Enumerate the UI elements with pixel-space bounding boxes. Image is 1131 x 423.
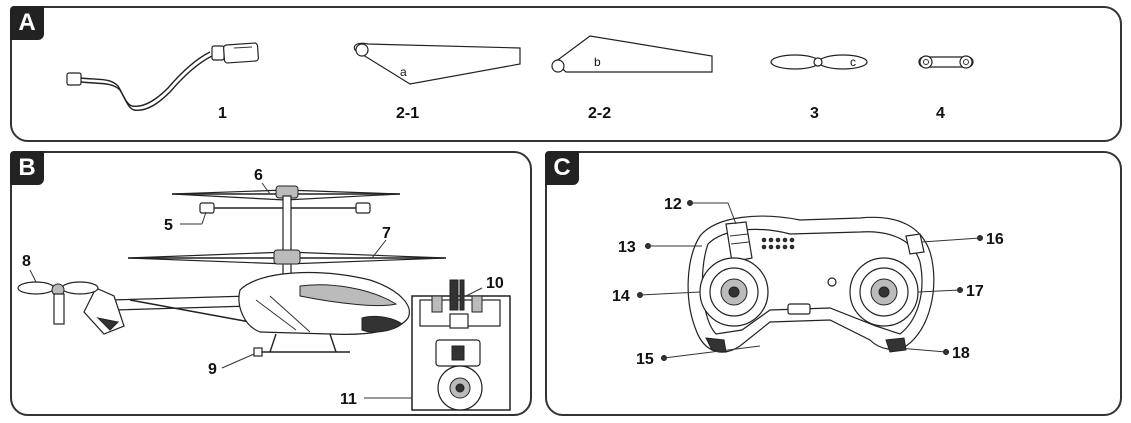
callout-11: 11	[340, 391, 357, 408]
main-blade-b-illustration: b	[551, 35, 713, 73]
part-label-1: 1	[218, 105, 227, 122]
main-blade-a-illustration: a	[353, 42, 521, 85]
tail-propeller-c-illustration: c	[770, 54, 868, 70]
controller-callout-leaders	[637, 200, 983, 361]
callout-12: 12	[664, 196, 682, 213]
blade-mark-a: a	[400, 65, 407, 79]
speaker-grille	[761, 237, 795, 250]
callout-16: 16	[986, 231, 1004, 248]
part-label-2-1: 2-1	[396, 105, 419, 122]
panel-a-badge: A	[10, 6, 44, 40]
callout-8: 8	[22, 253, 31, 270]
callout-14: 14	[612, 288, 630, 305]
power-switch-inset	[411, 279, 511, 411]
callout-18: 18	[952, 345, 970, 362]
blade-mark-b: b	[594, 55, 601, 69]
callout-7: 7	[382, 225, 391, 242]
connecting-link-illustration	[918, 55, 974, 69]
helicopter-callout-leaders	[29, 182, 483, 399]
callout-5: 5	[164, 217, 173, 234]
remote-controller-illustration	[687, 215, 935, 353]
panel-b-badge: B	[10, 151, 44, 185]
callout-9: 9	[208, 361, 217, 378]
callout-15: 15	[636, 351, 654, 368]
callout-6: 6	[254, 167, 263, 184]
part-label-3: 3	[810, 105, 819, 122]
callout-17: 17	[966, 283, 984, 300]
panel-a-parts: A	[10, 6, 1122, 142]
callout-13: 13	[618, 239, 636, 256]
part-label-4: 4	[936, 105, 945, 122]
part-label-2-2: 2-2	[588, 105, 611, 122]
usb-cable-illustration	[66, 42, 259, 111]
helicopter-illustration	[17, 185, 447, 357]
callout-10: 10	[486, 275, 504, 292]
panel-c-badge: C	[545, 151, 579, 185]
blade-mark-c: c	[850, 55, 856, 69]
